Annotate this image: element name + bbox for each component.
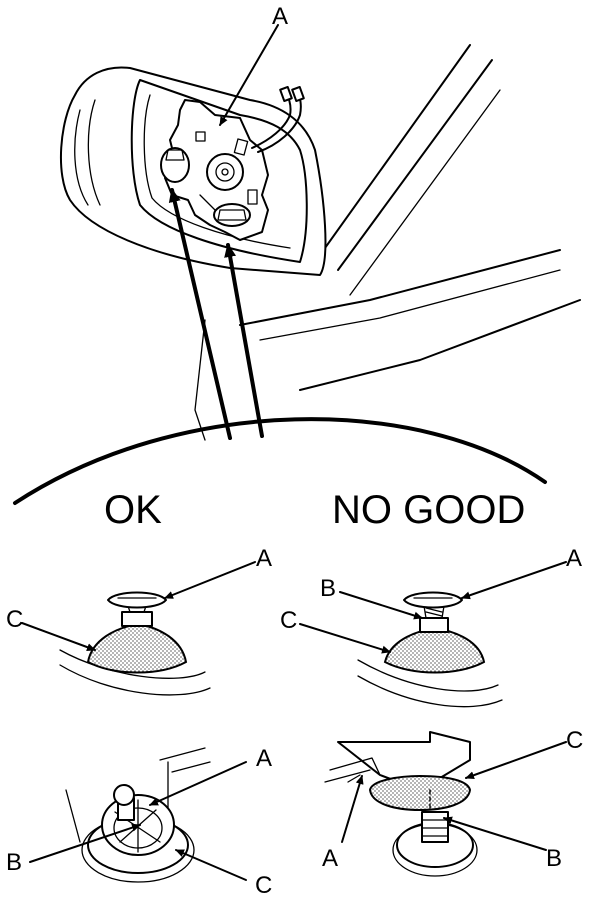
ng-side-view: A B C (280, 545, 582, 708)
label-b-ng-side: B (320, 575, 336, 602)
ok-side-view: A C (6, 545, 272, 696)
label-b-ng-bottom: B (546, 845, 562, 872)
label-c-ng-side: C (280, 607, 297, 634)
label-a-ok-side: A (256, 545, 272, 572)
no-good-heading: NO GOOD (332, 488, 525, 532)
label-c-ok-bottom: C (255, 872, 272, 899)
ng-bottom-view: C A B (322, 727, 583, 877)
detail-view-arc (13, 417, 547, 505)
mirror-assembly-illustration: A (60, 3, 581, 441)
label-a-ok-bottom: A (256, 745, 272, 772)
label-b-ok-bottom: B (6, 849, 22, 876)
label-c-ng-bottom: C (566, 727, 583, 754)
label-a-ng-bottom: A (322, 845, 338, 872)
label-a-top: A (272, 3, 288, 30)
label-a-ng-side: A (566, 545, 582, 572)
label-c-ok-side: C (6, 606, 23, 633)
ok-heading: OK (104, 488, 162, 532)
ok-bottom-view: A B C (6, 745, 272, 899)
